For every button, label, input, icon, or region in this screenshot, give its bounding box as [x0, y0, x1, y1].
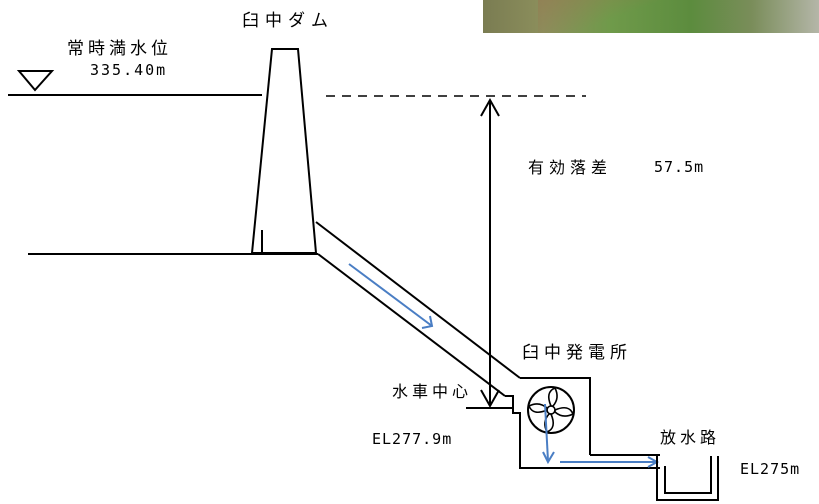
water-level-marker-icon [16, 70, 55, 92]
dam-name-label: 臼中ダム [242, 11, 334, 31]
effective-head-value: 57.5m [654, 158, 705, 176]
turbine-wheel-icon [527, 386, 575, 434]
effective-head-arrowhead-top [480, 97, 500, 117]
turbine-outflow-arrow-icon [544, 403, 549, 462]
tailrace-basin-inner [664, 456, 712, 494]
penstock-flow-arrowhead [421, 315, 434, 329]
effective-head-label: 有効落差 [528, 158, 613, 177]
power-station-name: 臼中発電所 [522, 343, 632, 363]
penstock-upper-wall [315, 221, 521, 379]
tailrace-basin-outer [656, 456, 719, 501]
dam-body [250, 48, 318, 254]
tailrace-label: 放水路 [660, 428, 721, 447]
penstock-lower-wall [317, 253, 506, 397]
powerhouse-wall-left [505, 395, 660, 469]
photo-strip [483, 0, 819, 33]
turbine-outflow-arrowhead [542, 451, 555, 465]
normal-water-level-value: 335.40m [90, 61, 168, 79]
turbine-center-value: EL277.9m [372, 430, 453, 448]
effective-head-arrowhead-bottom [480, 389, 500, 409]
tailrace-level-value: EL275m [740, 460, 801, 478]
penstock-flow-arrow-icon [348, 263, 433, 327]
turbine-center-label: 水車中心 [392, 382, 473, 401]
normal-water-level-title: 常時満水位 [67, 39, 172, 59]
powerhouse-wall-right [520, 377, 591, 455]
